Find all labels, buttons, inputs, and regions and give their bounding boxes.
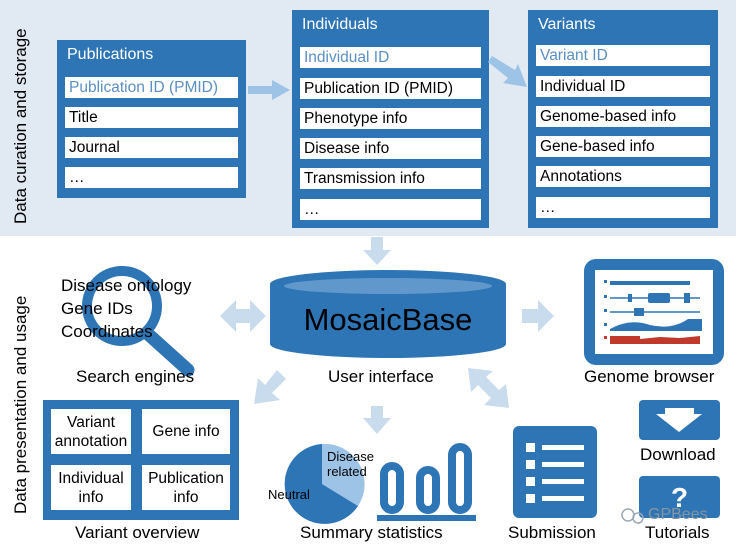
- variants-title: Variants: [538, 16, 596, 33]
- arrow-down-left-icon: [254, 370, 286, 404]
- pie-label-disease: Disease related: [327, 449, 374, 479]
- publications-row: Title: [65, 107, 238, 128]
- magnifier-icon: [82, 266, 195, 377]
- individuals-row: Transmission info: [300, 168, 481, 189]
- individuals-row: Phenotype info: [300, 108, 481, 129]
- variants-table: Variants Variant ID Individual ID Genome…: [528, 10, 718, 228]
- publications-table: Publications Publication ID (PMID) Title…: [57, 40, 246, 198]
- arrow-down-icon: [363, 237, 391, 265]
- arrow-right-icon: [248, 80, 290, 100]
- download-caption: Download: [640, 445, 716, 464]
- help-icon: ?: [639, 476, 720, 518]
- individuals-row: …: [300, 199, 481, 220]
- double-arrow-left-icon: [220, 300, 266, 332]
- publications-row: …: [65, 167, 238, 188]
- tutorials-caption: Tutorials: [645, 523, 710, 542]
- svg-text:?: ?: [671, 482, 688, 513]
- individuals-row: Publication ID (PMID): [300, 78, 481, 99]
- variant-overview-caption: Variant overview: [75, 523, 200, 542]
- arrow-down-icon: [363, 406, 391, 434]
- individuals-row: Disease info: [300, 138, 481, 159]
- watermark-text: GPBees: [648, 506, 708, 523]
- search-term: Gene IDs: [61, 299, 133, 318]
- publications-row: Publication ID (PMID): [65, 77, 238, 98]
- individuals-table: Individuals Individual ID Publication ID…: [292, 10, 489, 228]
- search-term: Disease ontology: [61, 276, 192, 295]
- double-arrow-diagonal-icon: [468, 368, 509, 408]
- publications-row: Journal: [65, 137, 238, 158]
- individuals-title: Individuals: [302, 16, 378, 33]
- arrow-diagonal-icon: [488, 56, 527, 87]
- search-term: Coordinates: [61, 322, 153, 341]
- submission-caption: Submission: [508, 523, 596, 542]
- variant-overview-panel: Variant annotation Gene info Individual …: [43, 400, 239, 520]
- genome-browser-icon: [584, 259, 724, 365]
- overview-cell: Individual info: [51, 465, 131, 510]
- overview-cell: Publication info: [142, 465, 230, 510]
- publications-title: Publications: [67, 46, 154, 63]
- arrow-right-icon: [522, 300, 554, 332]
- download-icon: [639, 400, 720, 440]
- individuals-row: Individual ID: [300, 47, 481, 68]
- overview-cell: Gene info: [142, 409, 230, 454]
- summary-statistics-caption: Summary statistics: [300, 523, 443, 542]
- bar-chart-icon: [380, 443, 472, 514]
- watermark-logo-icon: [621, 508, 644, 524]
- variants-row: Gene-based info: [536, 136, 710, 157]
- user-interface-caption: User interface: [328, 367, 434, 386]
- pie-label-neutral: Neutral: [268, 487, 310, 502]
- database-cylinder-icon: [270, 270, 506, 358]
- pie-chart-icon: [284, 443, 365, 524]
- variants-row: …: [536, 197, 710, 218]
- variants-row: Genome-based info: [536, 106, 710, 127]
- variants-row: Individual ID: [536, 76, 710, 97]
- submission-list-icon: [513, 426, 597, 518]
- genome-browser-caption: Genome browser: [584, 367, 715, 386]
- database-name: MosaicBase: [303, 302, 473, 337]
- overview-cell: Variant annotation: [51, 409, 131, 454]
- search-engines-caption: Search engines: [76, 367, 195, 386]
- variants-row: Annotations: [536, 166, 710, 187]
- variants-row: Variant ID: [536, 45, 710, 66]
